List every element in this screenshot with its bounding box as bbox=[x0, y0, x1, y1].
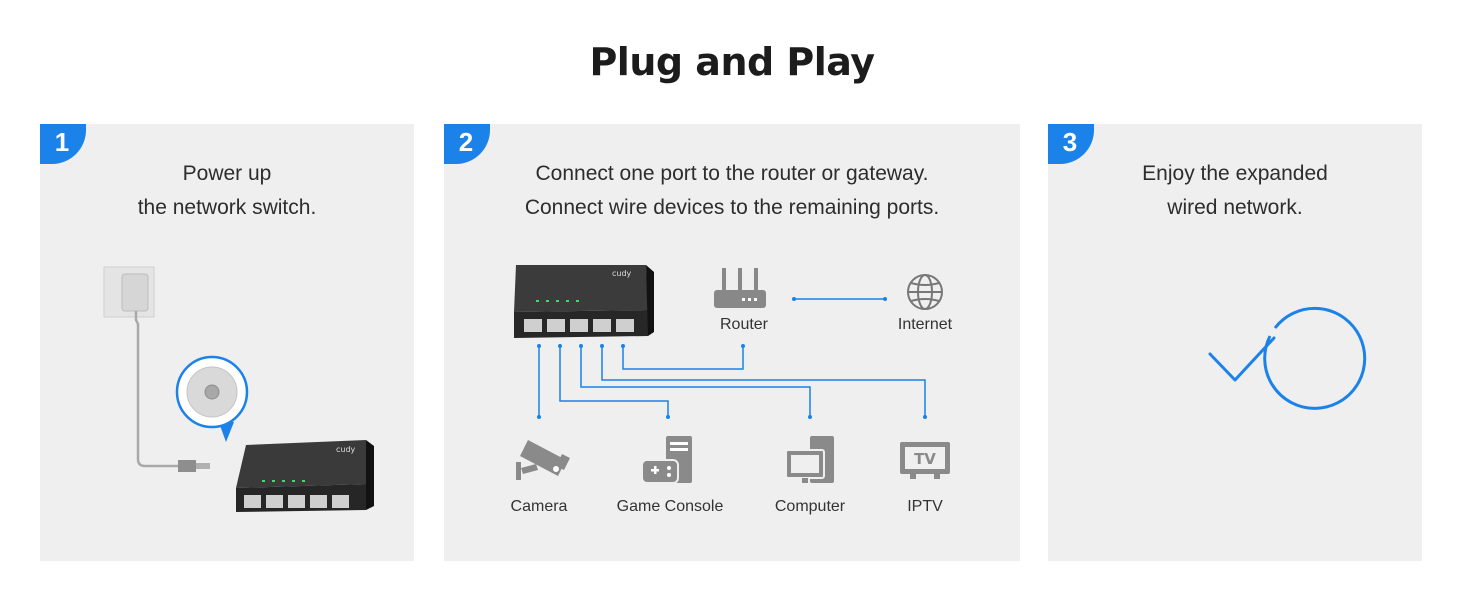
camera-icon bbox=[516, 440, 570, 480]
step-1-text: Power up the network switch. bbox=[40, 157, 414, 225]
computer-icon bbox=[785, 436, 834, 483]
switch-brand-label: cudy bbox=[612, 269, 632, 278]
success-illustration bbox=[1208, 306, 1367, 410]
step-1-panel: 1 Power up the network switch. bbox=[40, 124, 414, 561]
step-3-text: Enjoy the expanded wired network. bbox=[1048, 157, 1422, 225]
step-2-line-2: Connect wire devices to the remaining po… bbox=[524, 196, 940, 219]
router-label: Router bbox=[719, 316, 769, 333]
connection-dots bbox=[537, 297, 927, 419]
game-console-label: Game Console bbox=[616, 498, 724, 515]
network-switch-icon: cudy bbox=[236, 440, 374, 512]
power-up-illustration: cudy bbox=[103, 266, 374, 512]
power-port-zoom-icon bbox=[175, 355, 249, 442]
step-3-line-2: wired network. bbox=[1167, 196, 1303, 219]
wall-outlet-icon bbox=[103, 266, 155, 318]
iptv-icon: TV bbox=[900, 442, 950, 479]
checkmark-circle-icon bbox=[1208, 306, 1367, 410]
computer-label: Computer bbox=[774, 498, 846, 515]
camera-label: Camera bbox=[510, 498, 568, 515]
tv-screen-label: TV bbox=[914, 450, 936, 468]
router-icon bbox=[714, 268, 766, 308]
connection-diagram: cudy bbox=[514, 265, 950, 484]
power-plug bbox=[178, 460, 196, 472]
step-3-panel: 3 Enjoy the expanded wired network. bbox=[1048, 124, 1422, 561]
iptv-label: IPTV bbox=[907, 498, 943, 515]
step-2-line-1: Connect one port to the router or gatewa… bbox=[535, 162, 929, 185]
connection-lines bbox=[538, 298, 926, 417]
network-switch-icon: cudy bbox=[514, 265, 654, 338]
step-3-line-1: Enjoy the expanded bbox=[1142, 162, 1328, 185]
step-1-line-1: Power up bbox=[182, 162, 272, 185]
power-cable bbox=[134, 311, 180, 468]
game-console-icon bbox=[641, 436, 692, 484]
step-1-badge: 1 bbox=[40, 124, 86, 164]
step-1-line-2: the network switch. bbox=[137, 196, 317, 219]
step-2-panel: 2 Connect one port to the router or gate… bbox=[444, 124, 1020, 561]
internet-label: Internet bbox=[897, 316, 953, 333]
step-2-text: Connect one port to the router or gatewa… bbox=[444, 157, 1020, 225]
internet-globe-icon bbox=[907, 274, 943, 310]
page-title: Plug and Play bbox=[589, 40, 875, 84]
switch-brand-label: cudy bbox=[336, 445, 356, 454]
